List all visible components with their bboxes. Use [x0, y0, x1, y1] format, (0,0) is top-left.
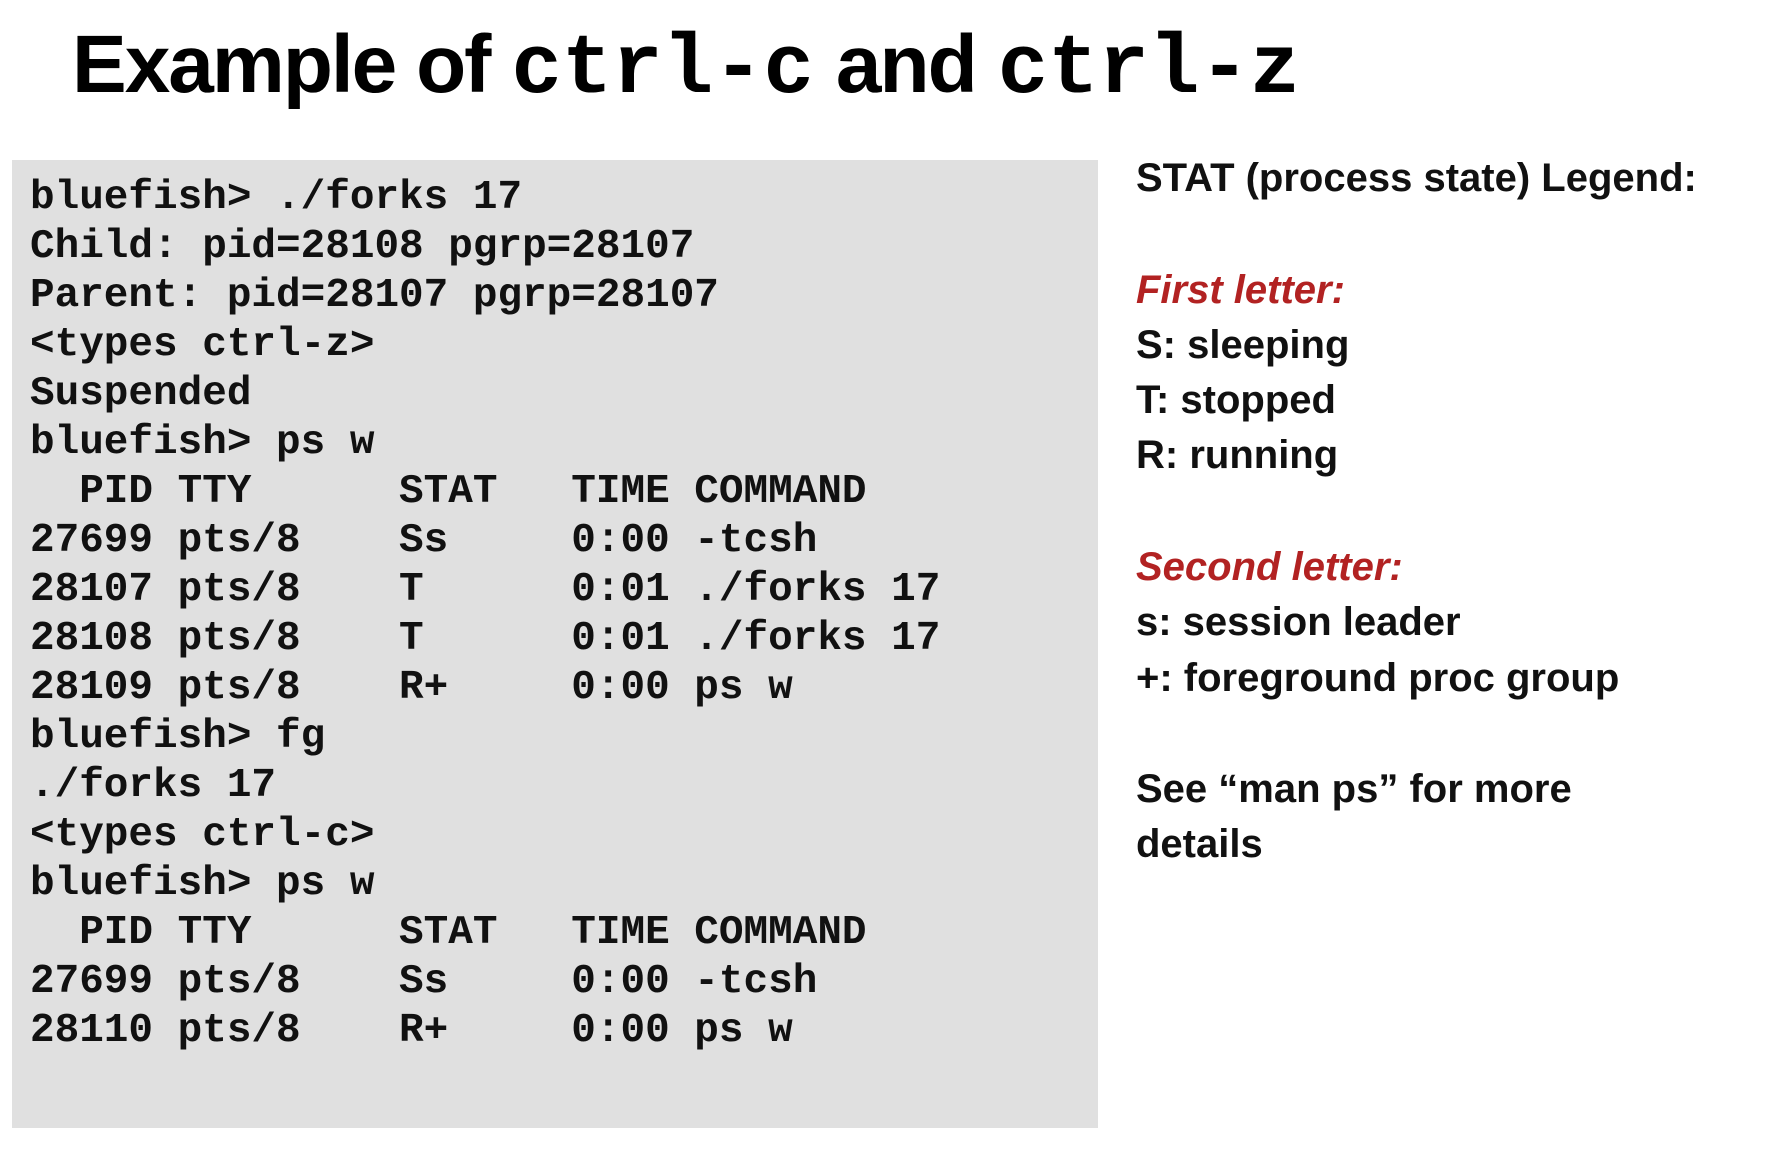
legend-note-continued: details [1136, 822, 1263, 866]
title-part-2: ctrl-c [511, 23, 814, 118]
title-part-4: ctrl-z [997, 23, 1301, 118]
legend-title: STAT (process state) Legend: [1136, 156, 1697, 200]
terminal-line: Child: pid=28108 pgrp=28107 [30, 224, 695, 270]
legend-item: +: foreground proc group [1136, 656, 1620, 700]
terminal-line: 28107 pts/8 T 0:01 ./forks 17 [30, 567, 941, 613]
terminal-line: 28109 pts/8 R+ 0:00 ps w [30, 665, 793, 711]
terminal-line: Suspended [30, 371, 252, 417]
title-part-3: and [835, 19, 978, 110]
terminal-line: Parent: pid=28107 pgrp=28107 [30, 273, 719, 319]
terminal-line: 28110 pts/8 R+ 0:00 ps w [30, 1008, 793, 1054]
terminal-line: 27699 pts/8 Ss 0:00 -tcsh [30, 959, 818, 1005]
terminal-output: bluefish> ./forks 17 Child: pid=28108 pg… [12, 160, 1098, 1128]
legend-note: See “man ps” for more [1136, 767, 1572, 811]
terminal-line: bluefish> fg [30, 714, 326, 760]
terminal-line: 28108 pts/8 T 0:01 ./forks 17 [30, 616, 941, 662]
legend-item: T: stopped [1136, 378, 1336, 422]
terminal-line: <types ctrl-c> [30, 812, 375, 858]
legend-item: s: session leader [1136, 600, 1461, 644]
legend-first-letter-heading: First letter: [1136, 268, 1345, 312]
terminal-line: <types ctrl-z> [30, 322, 375, 368]
terminal-line: 27699 pts/8 Ss 0:00 -tcsh [30, 518, 818, 564]
terminal-line: bluefish> ps w [30, 420, 375, 466]
terminal-line: ./forks 17 [30, 763, 277, 809]
terminal-line: PID TTY STAT TIME COMMAND [30, 469, 867, 515]
legend-second-letter-heading: Second letter: [1136, 545, 1403, 589]
terminal-line: PID TTY STAT TIME COMMAND [30, 910, 867, 956]
legend-item: R: running [1136, 433, 1339, 477]
slide-title: Example of ctrl-c and ctrl-z [72, 18, 1300, 128]
title-part-1: Example of [72, 19, 491, 110]
legend-item: S: sleeping [1136, 323, 1350, 367]
terminal-line: bluefish> ps w [30, 861, 375, 907]
terminal-line: bluefish> ./forks 17 [30, 175, 523, 221]
